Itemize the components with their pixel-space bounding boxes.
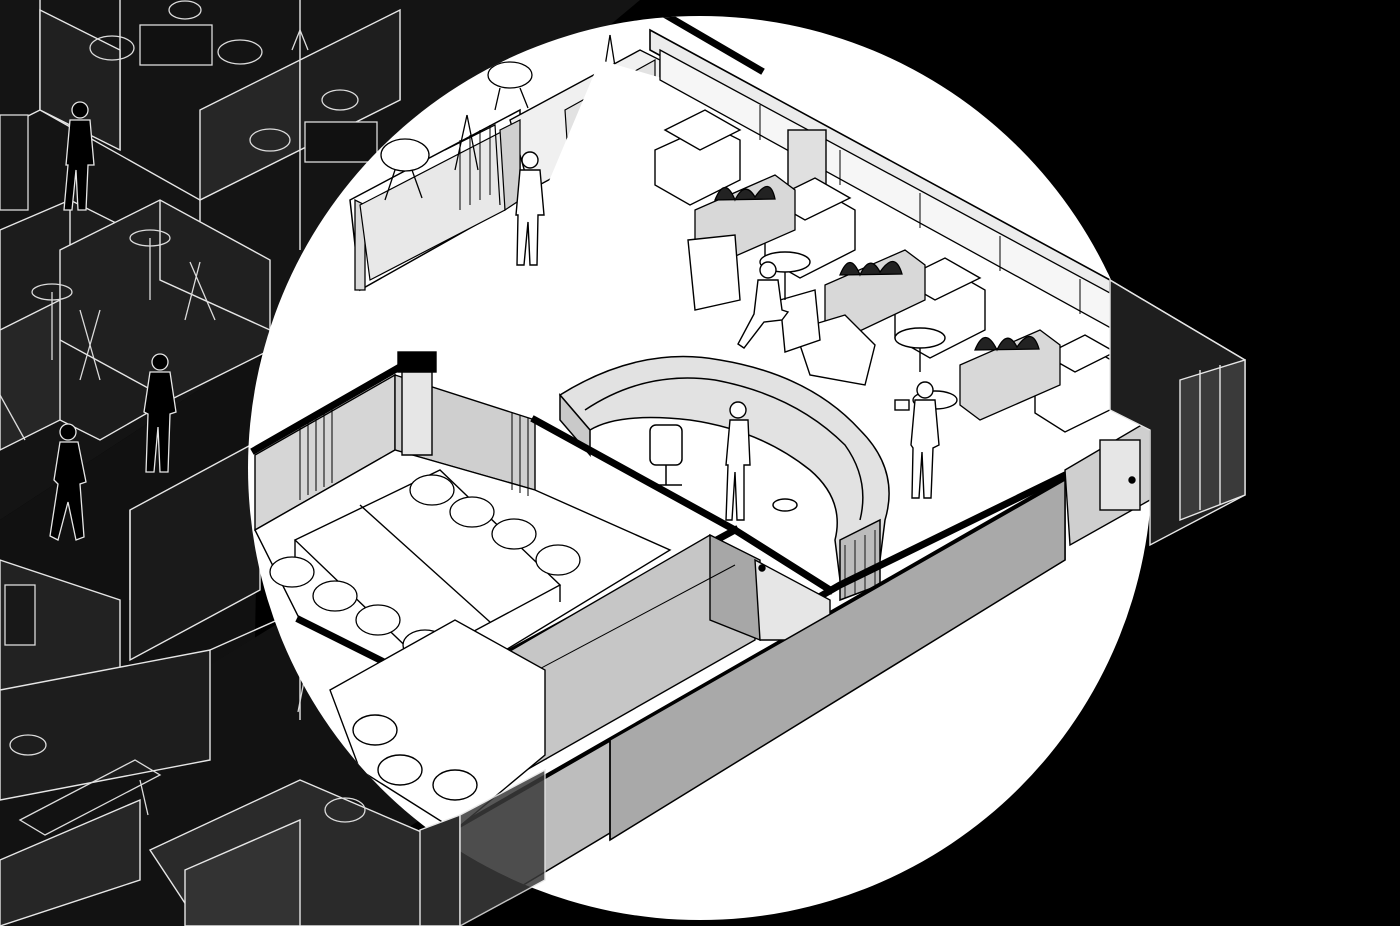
reception-desk — [558, 355, 890, 602]
meeting-room — [254, 351, 672, 691]
chair-icon — [352, 714, 478, 801]
front-wall — [454, 478, 1066, 920]
corridor — [329, 619, 546, 831]
person-figure-icon — [725, 401, 751, 521]
person-figure-icon — [515, 151, 545, 266]
person-figure-icon — [49, 423, 87, 541]
lower-left-dark-block — [419, 768, 546, 926]
person-figure-icon — [63, 101, 95, 211]
people-light — [515, 151, 940, 521]
chair-icon — [649, 424, 683, 486]
chair-icon — [687, 234, 876, 386]
dark-people — [49, 101, 177, 541]
table-icon — [759, 251, 958, 410]
person-figure-icon — [143, 353, 177, 473]
chair-icon — [380, 138, 430, 201]
right-dark-block — [1109, 278, 1246, 547]
right-wall — [1064, 418, 1151, 547]
highlighted-area — [250, 16, 1152, 920]
person-figure-icon — [894, 381, 940, 499]
dark-furniture — [0, 0, 378, 836]
person-figure-icon — [737, 261, 790, 349]
